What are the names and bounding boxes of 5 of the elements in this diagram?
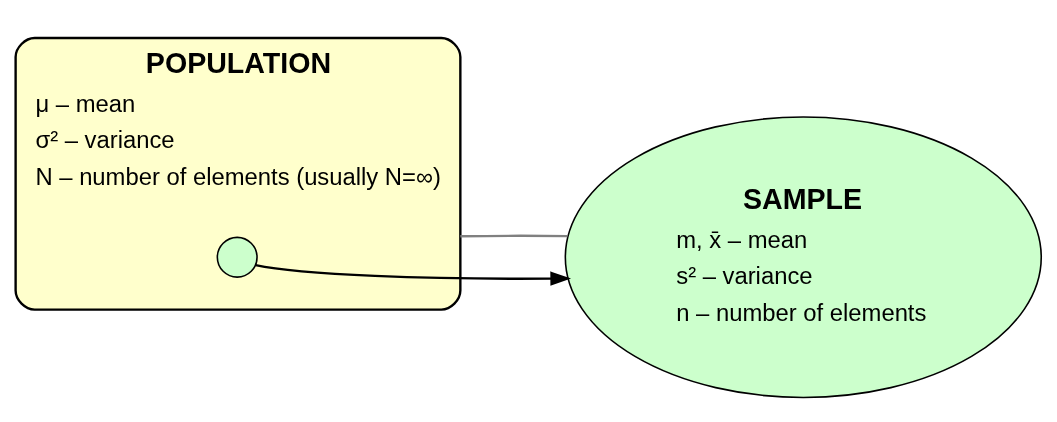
arrow — [255, 263, 572, 286]
cluster: POPULATION μ – mean σ² – variance N – number of elements (usually N=∞) — [14, 36, 462, 311]
node-ellipse: SAMPLE m, x̄ – mean s² – variance n – number of elements — [564, 115, 1043, 398]
node-circle — [216, 236, 258, 278]
connector — [460, 234, 568, 237]
